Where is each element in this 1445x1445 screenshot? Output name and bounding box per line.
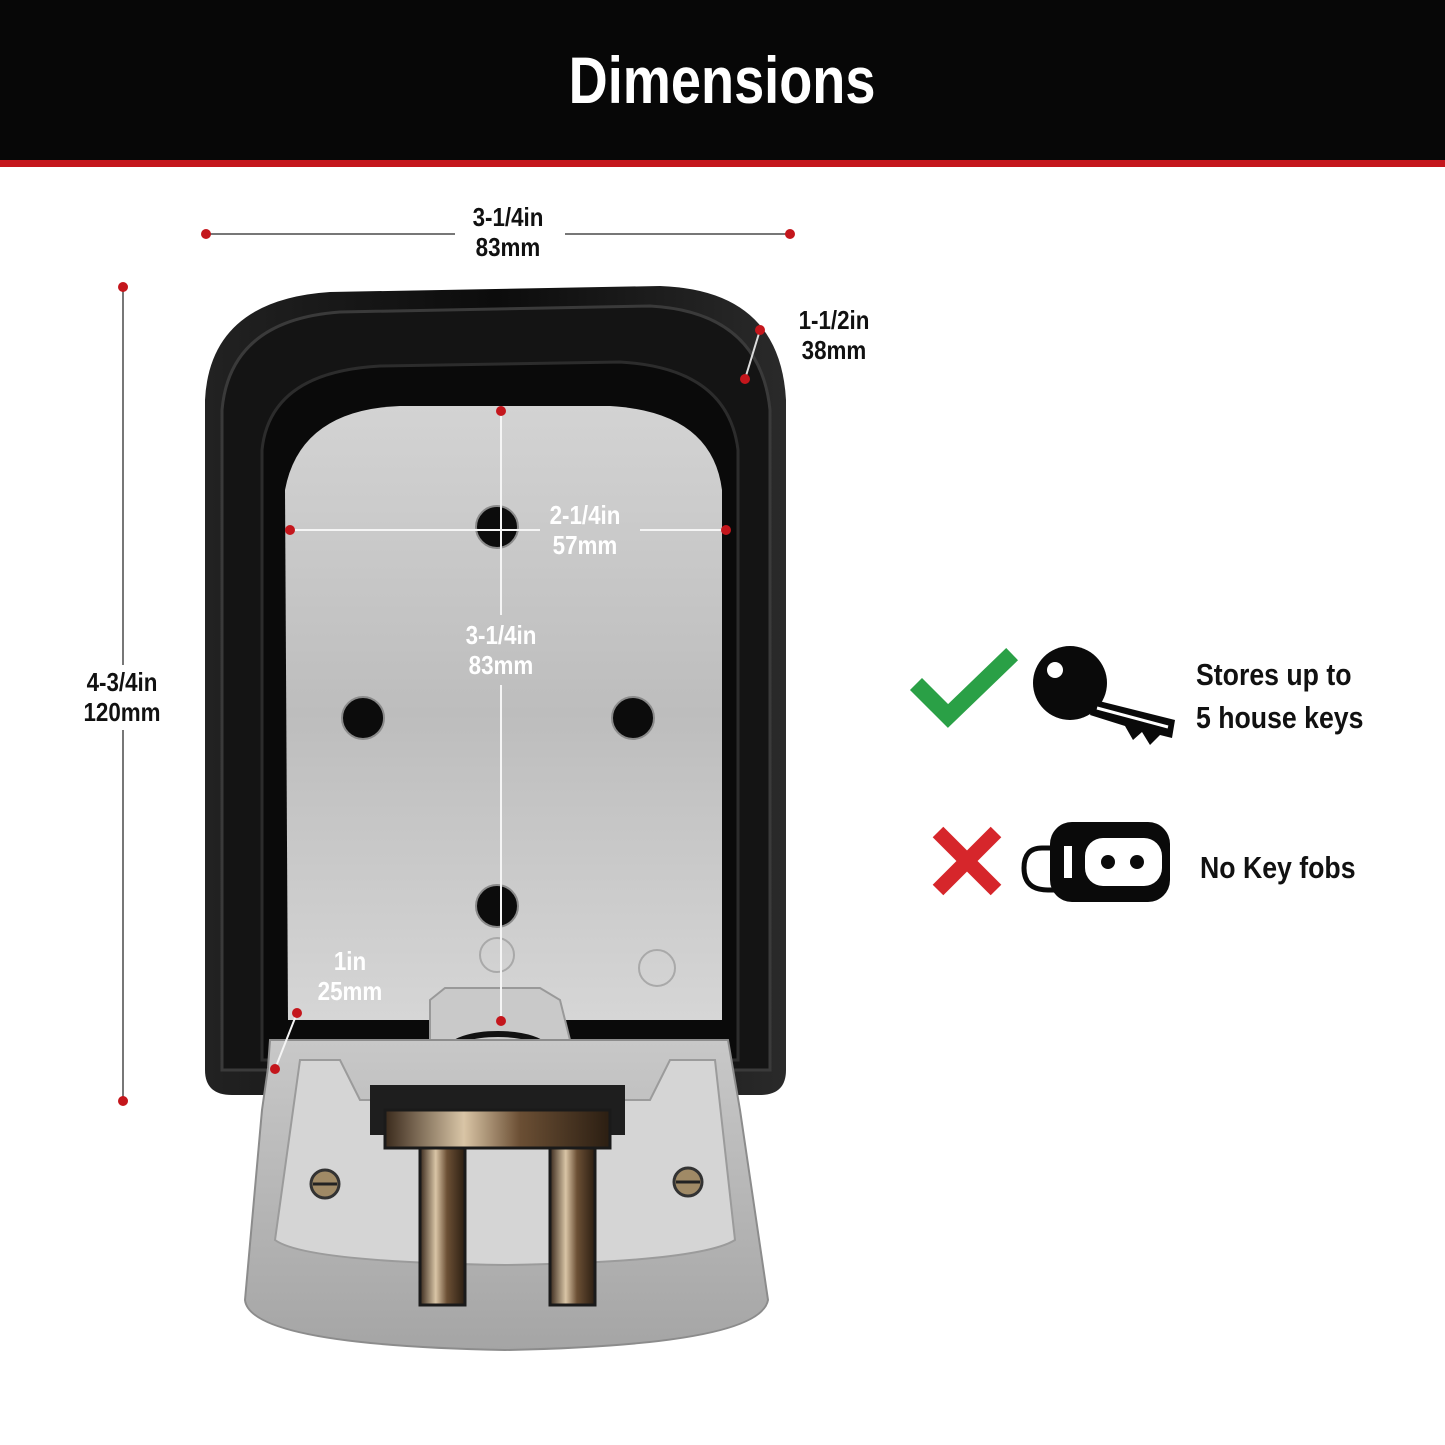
dimension-inner-width-line: [285, 525, 731, 535]
page-title: Dimensions: [569, 43, 876, 117]
key-fob-icon: [1021, 822, 1170, 902]
dimension-depth-line: [740, 325, 765, 384]
width-imperial: 3-1/4in: [472, 202, 544, 232]
shackle-bar: [548, 1133, 597, 1307]
header-banner: Dimensions: [0, 0, 1445, 167]
inner-height-imperial: 3-1/4in: [465, 620, 537, 650]
inner-depth-label: 1in 25mm: [298, 946, 401, 1006]
feature-key-fobs-text: No Key fobs: [1200, 846, 1356, 889]
width-label: 3-1/4in 83mm: [456, 202, 559, 262]
width-metric: 83mm: [475, 232, 541, 262]
inner-depth-imperial: 1in: [333, 946, 367, 976]
back-plate: [285, 406, 722, 1020]
feature-house-keys-text: Stores up to 5 house keys: [1196, 653, 1363, 739]
dimension-inner-height-line: [496, 406, 506, 1026]
feature-key-fobs-line1: No Key fobs: [1200, 850, 1356, 885]
feature-house-keys-line1: Stores up to: [1196, 657, 1352, 692]
check-icon: [909, 647, 1019, 728]
mount-hole: [341, 696, 385, 740]
cross-icon: [932, 826, 1002, 896]
depth-imperial: 1-1/2in: [798, 305, 870, 335]
mount-hole: [475, 884, 519, 928]
inner-height-metric: 83mm: [468, 650, 534, 680]
depth-label: 1-1/2in 38mm: [782, 305, 885, 365]
inner-depth-metric: 25mm: [317, 976, 383, 1006]
shackle-bar: [418, 1133, 467, 1307]
mount-hole: [611, 696, 655, 740]
inner-width-label: 2-1/4in 57mm: [533, 500, 636, 560]
depth-metric: 38mm: [801, 335, 867, 365]
dimension-width-line: [201, 229, 795, 239]
inner-height-label: 3-1/4in 83mm: [449, 620, 552, 680]
height-label: 4-3/4in 120mm: [70, 667, 173, 727]
height-metric: 120mm: [83, 697, 161, 727]
feature-house-keys-line2: 5 house keys: [1196, 700, 1364, 735]
dimension-height-line: [118, 282, 128, 1106]
inner-width-imperial: 2-1/4in: [549, 500, 621, 530]
inner-width-metric: 57mm: [552, 530, 618, 560]
house-key-icon: [1033, 646, 1175, 745]
dimension-inner-depth-line: [270, 1008, 302, 1074]
height-imperial: 4-3/4in: [86, 667, 158, 697]
mount-hole: [475, 505, 519, 549]
